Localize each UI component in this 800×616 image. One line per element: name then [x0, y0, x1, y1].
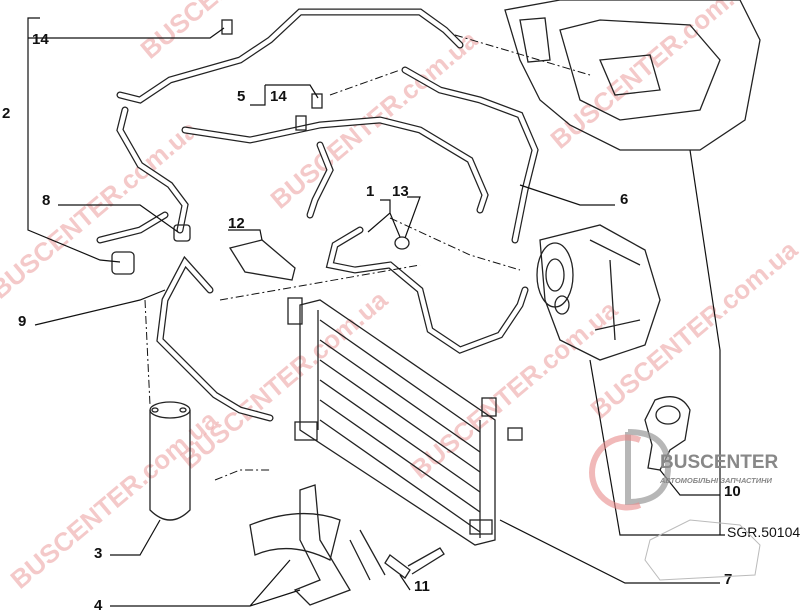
bracket-12 — [228, 239, 296, 281]
reference-code: SGR.50104 — [727, 524, 800, 540]
callout-13: 13 — [392, 183, 409, 200]
callout-leaders — [27, 17, 725, 607]
o-ring — [394, 236, 410, 250]
drier-clamp — [249, 484, 386, 606]
watermark-text: BUSCENTER.com.ua — [0, 114, 203, 304]
projection-lines — [144, 34, 591, 481]
ac-pipes — [96, 8, 539, 422]
callout-6: 6 — [620, 191, 628, 208]
callout-9: 9 — [18, 313, 26, 330]
callout-1: 1 — [366, 183, 374, 200]
callout-14-mid: 14 — [270, 88, 287, 105]
callout-2: 2 — [2, 105, 10, 122]
evaporator-housing — [504, 0, 761, 151]
watermarks: BUSCENTER.com.ua BUSCENTER.com.ua BUSCEN… — [0, 0, 800, 595]
o-ring — [554, 295, 570, 315]
condenser — [287, 297, 523, 546]
callout-14-top: 14 — [32, 31, 49, 48]
compressor — [536, 224, 661, 361]
hose-fitting-10 — [644, 396, 691, 471]
receiver-drier — [149, 401, 191, 521]
callout-labels: 14 2 5 14 8 12 1 13 6 9 3 4 11 7 10 SGR.… — [2, 31, 800, 614]
watermark-text: BUSCENTER.com.ua — [585, 234, 800, 424]
callout-5: 5 — [237, 88, 245, 105]
callout-8: 8 — [42, 192, 50, 209]
callout-7: 7 — [724, 571, 732, 588]
logo-tagline: АВТОМОБІЛЬНІ ЗАПЧАСТИНИ — [659, 476, 773, 485]
callout-11: 11 — [414, 578, 430, 595]
callout-4: 4 — [94, 597, 103, 614]
pressure-switches — [111, 19, 323, 275]
logo-brand: BUSCENTER — [660, 452, 779, 473]
callout-10: 10 — [724, 483, 741, 500]
callout-12: 12 — [228, 215, 245, 232]
watermark-text: BUSCENTER.com.ua — [175, 284, 394, 474]
watermark-text: BUSCENTER.com.ua — [405, 294, 624, 484]
bolt — [384, 547, 445, 579]
callout-3: 3 — [94, 545, 102, 562]
buscenter-logo: BUSCENTER АВТОМОБІЛЬНІ ЗАПЧАСТИНИ — [589, 429, 779, 581]
